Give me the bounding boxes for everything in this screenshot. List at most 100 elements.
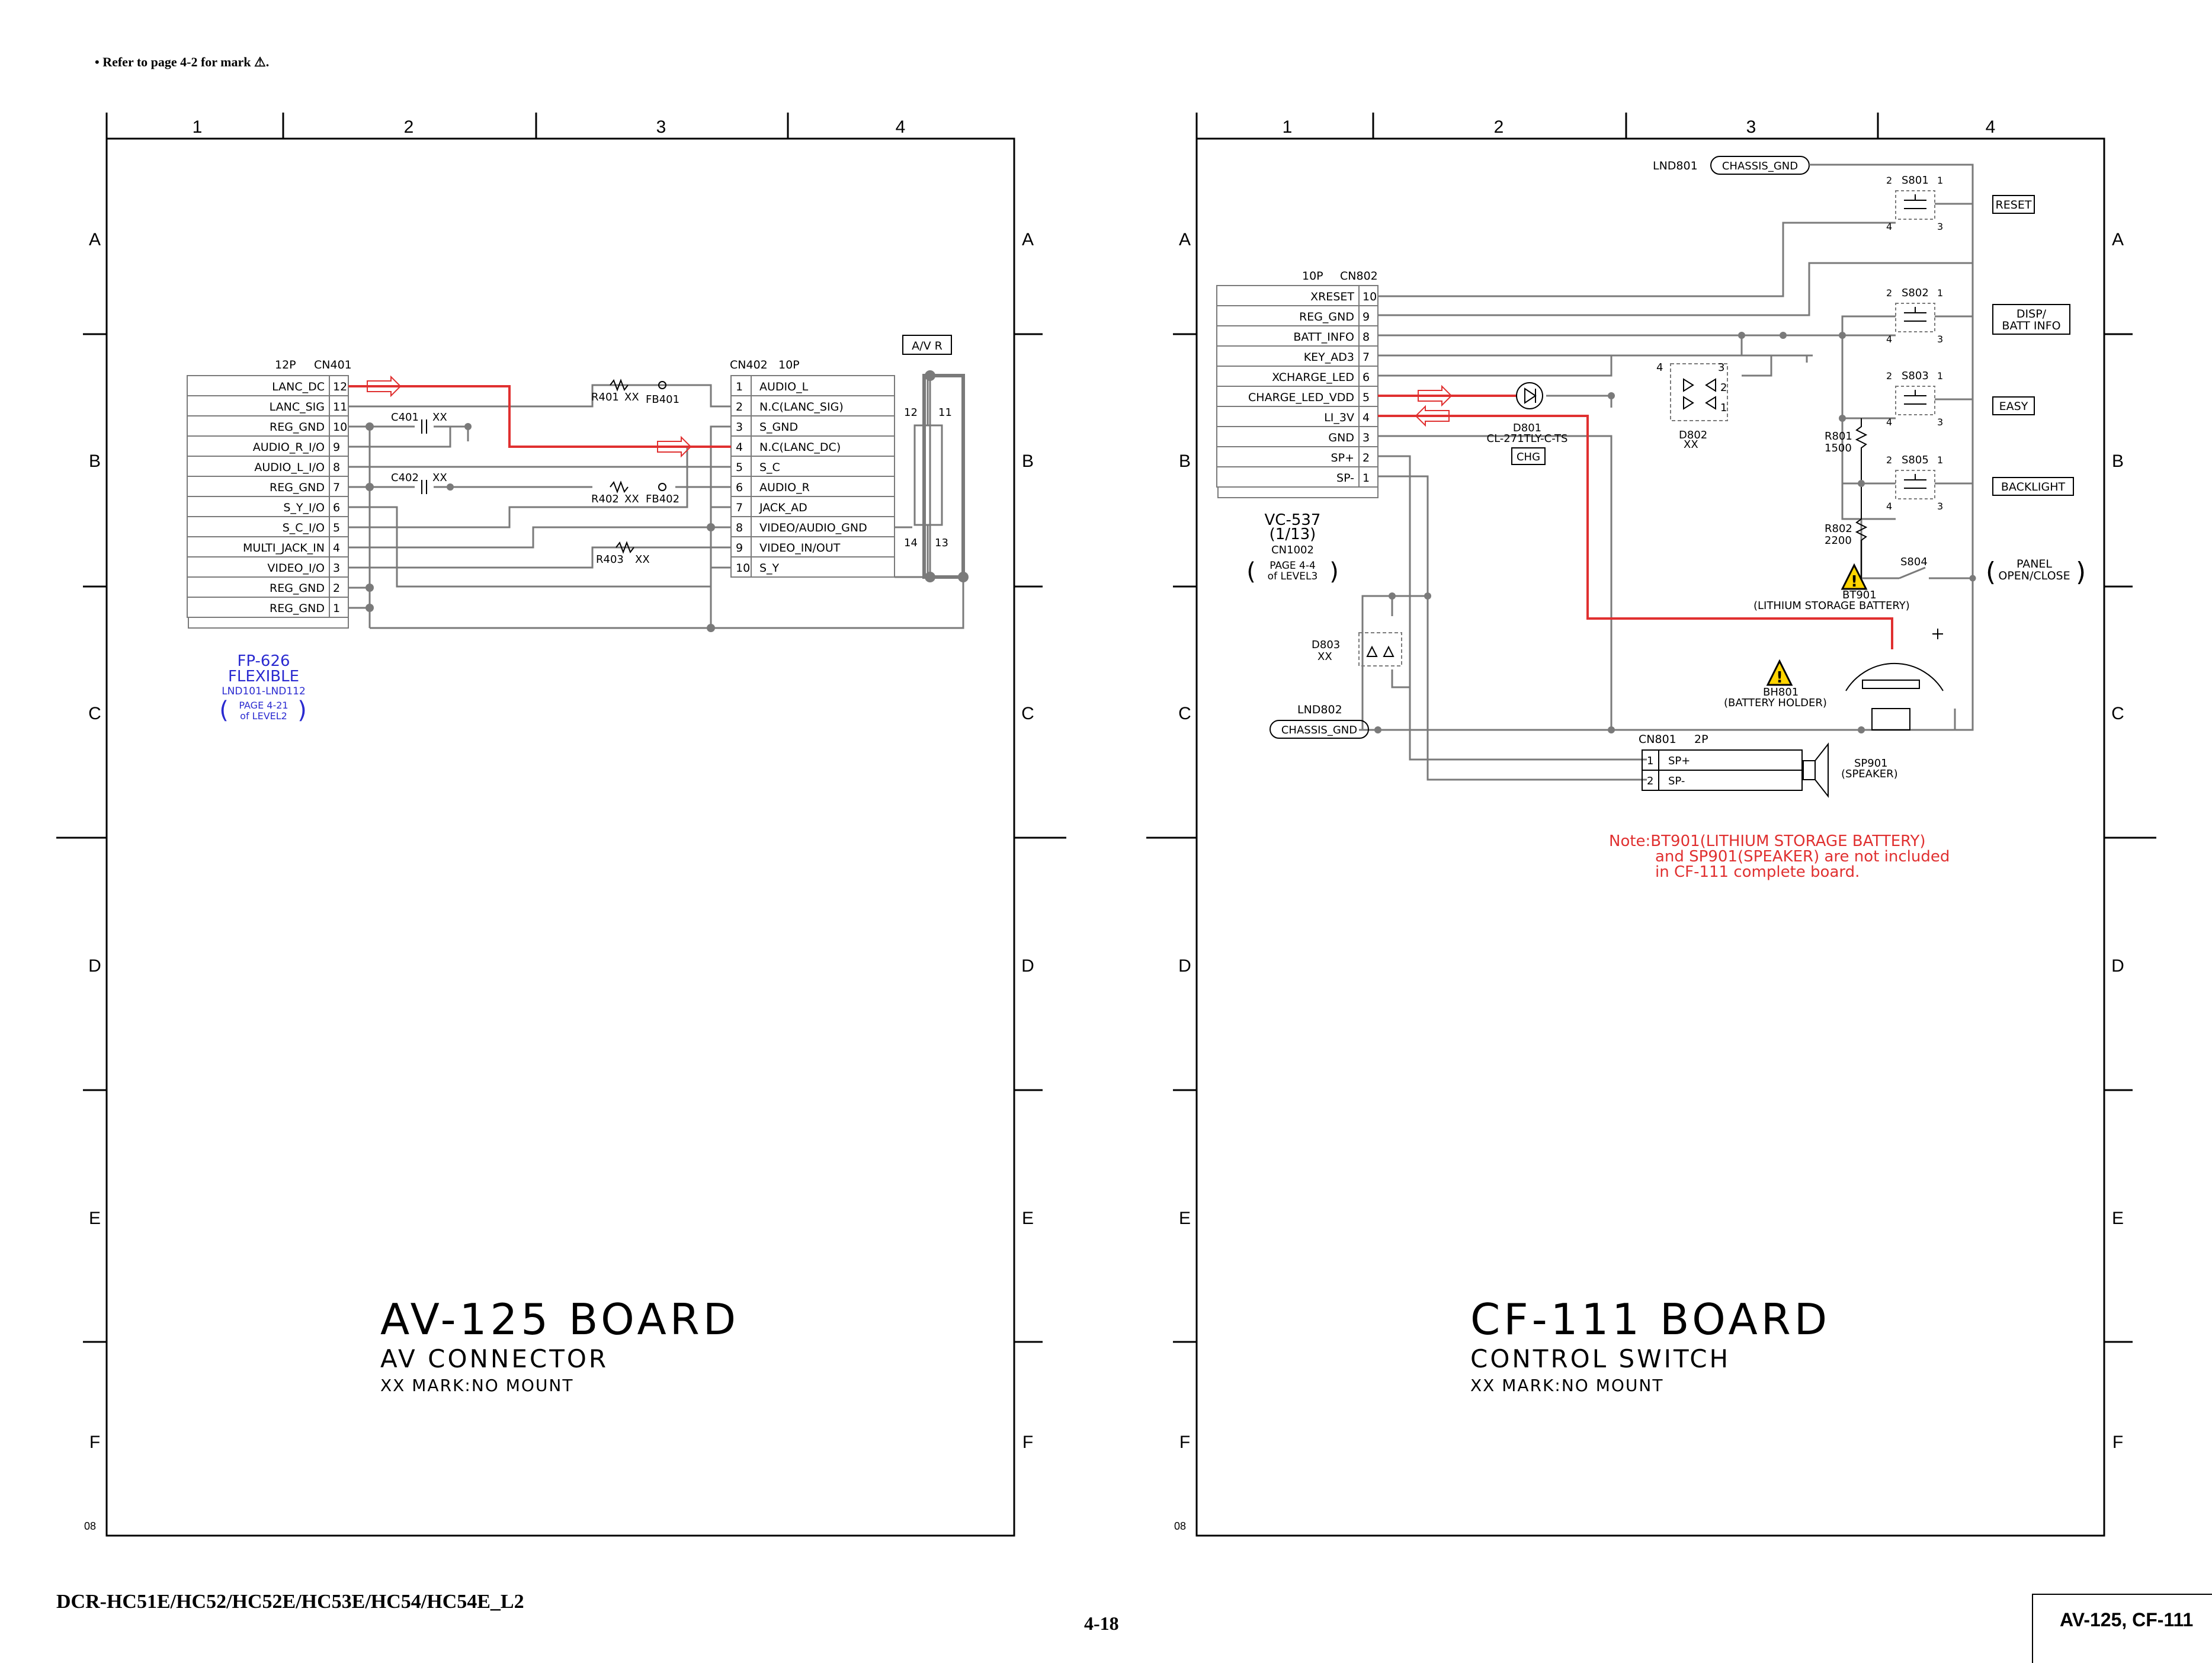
s803-pin-4: 4	[1886, 416, 1892, 428]
cn402-rows-pin-name: JACK_AD	[759, 501, 807, 514]
svg-text:(: (	[1246, 558, 1256, 585]
cf111-panel: 1 2 3 4 A B C D E F A B C D	[1146, 113, 2156, 1537]
cn802-label: CN802	[1340, 270, 1378, 283]
r802-label: R802	[1825, 523, 1852, 535]
cf111-row-c: C	[1178, 704, 1191, 723]
av125-row-f-right: F	[1022, 1433, 1033, 1452]
cn401-rows-pin-num: 11	[333, 400, 347, 414]
page-note: • Refer to page 4-2 for mark ⚠.	[95, 55, 270, 69]
charge-vdd-signal-path	[1378, 415, 1893, 649]
s803-pin-1: 1	[1937, 370, 1943, 382]
jack-pin-13: 13	[935, 537, 948, 549]
cn401-rows-pin-num: 8	[333, 461, 340, 474]
cn801-pins-label: 2P	[1694, 733, 1708, 746]
av125-row-c-right: C	[1021, 704, 1034, 723]
r801-label: R801	[1825, 430, 1852, 443]
cn401-rows-pin-num: 7	[333, 481, 340, 494]
r402-xx: XX	[624, 493, 639, 505]
cn402-rows-pin-num: 3	[736, 421, 743, 434]
av-r-jack-label: A/V R	[912, 339, 942, 353]
cn402-rows-pin-num: 4	[736, 441, 743, 454]
av-r-jack-label-box	[902, 335, 952, 355]
cf111-row-e-right: E	[2112, 1209, 2124, 1228]
s803-label: S803	[1902, 370, 1929, 382]
fb401-label: FB401	[646, 393, 679, 406]
s803-pin-3: 3	[1937, 416, 1943, 428]
s802-switch	[1895, 303, 1935, 332]
cn802-rows-pin-name: KEY_AD3	[1304, 351, 1354, 364]
svg-text:!: !	[1851, 573, 1858, 591]
s803-pin-2: 2	[1886, 370, 1892, 382]
s801-switch	[1895, 190, 1935, 220]
svg-text:(: (	[1986, 557, 1996, 587]
cn802-rows-pin-name: SP+	[1331, 451, 1354, 464]
cf111-row-a-right: A	[2112, 230, 2124, 249]
s805-pin-4: 4	[1886, 501, 1892, 512]
s801-pin-4: 4	[1886, 221, 1892, 232]
c401-label: C401	[391, 411, 419, 424]
cn401-rows-pin-num: 5	[333, 521, 340, 534]
av125-col-4: 4	[896, 117, 906, 137]
cn802-rows-pin-num: 7	[1363, 351, 1370, 364]
r402-label: R402	[591, 493, 619, 505]
cn802-rows-pin-num: 8	[1363, 331, 1370, 344]
cn802-rows-pin-num: 6	[1363, 371, 1370, 384]
cn802-rows-pin-num: 4	[1363, 411, 1370, 424]
c401-xx: XX	[432, 411, 447, 424]
cn402-rows-pin-num: 1	[736, 380, 743, 393]
cn402-pins-label: 10P	[778, 358, 800, 371]
cn402-rows-pin-num: 5	[736, 461, 743, 474]
cn401-rows-pin-name: S_Y_I/O	[283, 501, 325, 514]
s802-pin-2: 2	[1886, 287, 1892, 299]
board-tag-label: AV-125, CF-111	[2060, 1609, 2194, 1630]
d802-package	[1670, 363, 1728, 421]
s805-switch	[1895, 470, 1935, 499]
cn401-rows-pin-num: 2	[333, 582, 340, 595]
av125-row-f: F	[89, 1433, 100, 1452]
s802-label: S802	[1902, 287, 1929, 299]
cn801-pin2-name: SP-	[1668, 775, 1685, 787]
lnd801-chassis-label: CHASSIS_GND	[1722, 160, 1798, 172]
s805-pin-2: 2	[1886, 454, 1892, 466]
d803-xx: XX	[1317, 651, 1332, 663]
cf111-row-a: A	[1179, 230, 1191, 249]
c402-label: C402	[391, 472, 419, 484]
s805-label: S805	[1902, 454, 1929, 466]
cn401-rows-pin-name: MULTI_JACK_IN	[243, 541, 325, 555]
r401-xx: XX	[624, 391, 639, 403]
flex-name: FP-626	[237, 652, 290, 670]
cn401-rows-pin-name: VIDEO_I/O	[267, 562, 325, 575]
lnd802-label: LND802	[1297, 703, 1342, 716]
flex-lnd: LND101-LND112	[222, 685, 306, 697]
av125-row-b-right: B	[1022, 451, 1034, 471]
cn401-rows-pin-name: REG_GND	[270, 421, 325, 434]
backlight-label-box	[1992, 477, 2074, 496]
av125-col-3: 3	[656, 117, 666, 137]
av125-row-d: D	[88, 956, 101, 976]
cn402-rows-pin-name: N.C(LANC_DC)	[759, 441, 841, 454]
av-r-jack	[913, 424, 943, 526]
av125-row-d-right: D	[1021, 956, 1034, 976]
d802-label: D802	[1679, 429, 1707, 441]
cf111-code: 08	[1174, 1520, 1186, 1532]
cn402-rows-pin-num: 9	[736, 541, 743, 555]
c402-xx: XX	[432, 472, 447, 484]
svg-text:): )	[297, 697, 307, 724]
d802-pin-2: 2	[1720, 382, 1727, 394]
bh801-warning-icon: !	[1766, 659, 1793, 687]
cn401-rows-pin-num: 4	[333, 541, 340, 555]
cn802-rows-pin-num: 10	[1363, 290, 1377, 303]
easy-label-box	[1992, 396, 2035, 415]
cn802-pins-label: 10P	[1302, 270, 1323, 283]
cn802-rows-pin-num: 5	[1363, 391, 1370, 404]
cf111-subtitle: CONTROL SWITCH	[1470, 1344, 1730, 1373]
cn402-rows-pin-num: 10	[736, 562, 750, 575]
bh801-desc: (BATTERY HOLDER)	[1724, 697, 1827, 709]
cn402-rows-pin-name: AUDIO_R	[759, 481, 810, 494]
disp-label-box	[1992, 304, 2070, 335]
vc537-cn: CN1002	[1271, 544, 1314, 556]
cn402-rows-pin-name: VIDEO/AUDIO_GND	[759, 521, 867, 534]
